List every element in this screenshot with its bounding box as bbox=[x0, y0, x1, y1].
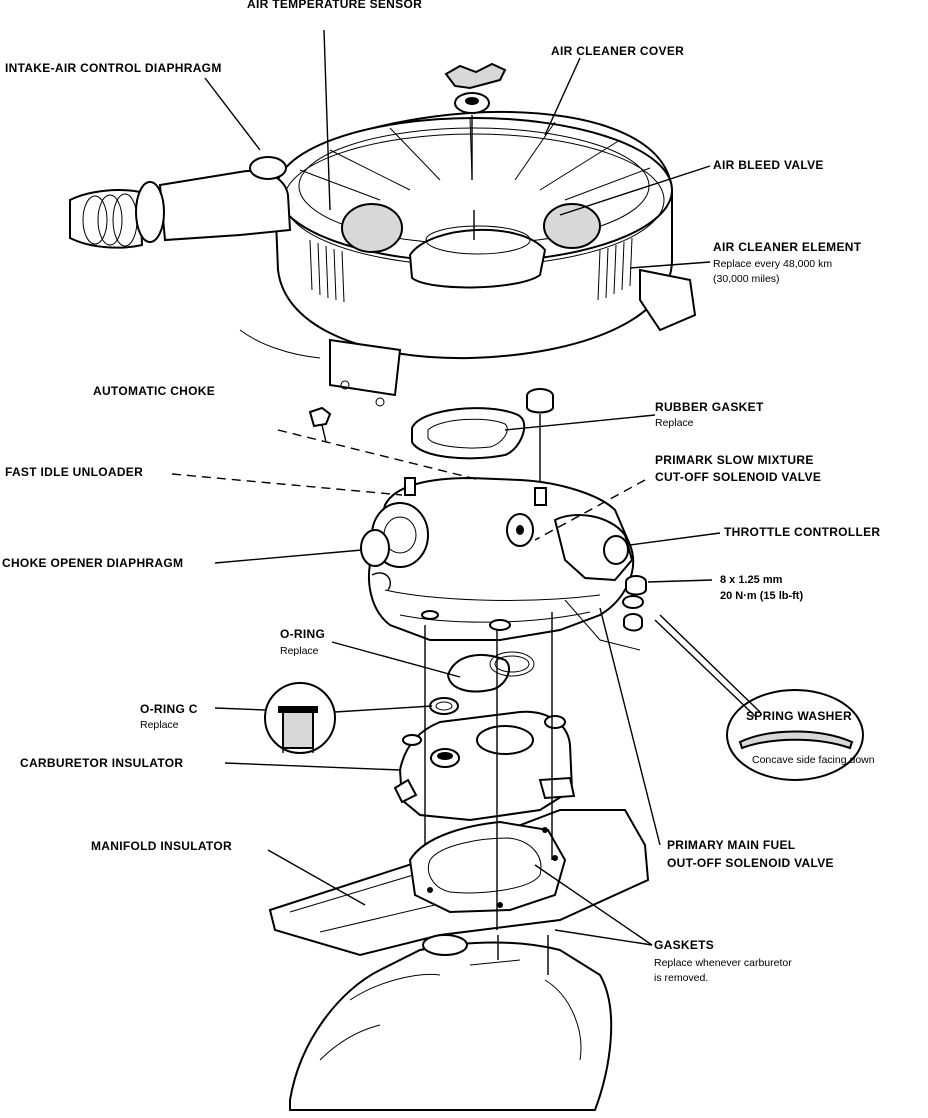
primary-main-fuel-label-2: OUT-OFF SOLENOID VALVE bbox=[667, 856, 834, 870]
air-bleed-valve-label: AIR BLEED VALVE bbox=[713, 158, 824, 172]
rubber-gasket bbox=[411, 407, 525, 460]
spring-washer-detail bbox=[726, 689, 864, 781]
carburetor-insulator-label: CARBURETOR INSULATOR bbox=[20, 756, 184, 770]
bolt-spec-size: 8 x 1.25 mm bbox=[720, 574, 783, 586]
gasket-plate bbox=[408, 820, 567, 914]
gaskets-note-1: Replace whenever carburetor bbox=[654, 957, 792, 969]
o-ring-c bbox=[429, 697, 459, 715]
spring-washer-label: SPRING WASHER bbox=[746, 709, 852, 723]
o-ring-c-label: O-RING C bbox=[140, 702, 198, 716]
intake-air-control-diaphragm-label: INTAKE-AIR CONTROL DIAPHRAGM bbox=[5, 61, 222, 75]
carburetor-body bbox=[360, 476, 641, 651]
air-cleaner-assembly bbox=[239, 110, 697, 407]
air-cleaner-element-note-2: (30,000 miles) bbox=[713, 273, 780, 285]
wing-nut bbox=[444, 62, 507, 180]
automatic-choke-label: AUTOMATIC CHOKE bbox=[93, 384, 216, 398]
fast-idle-unloader-label: FAST IDLE UNLOADER bbox=[5, 465, 144, 479]
assembly-studs bbox=[424, 612, 553, 975]
primary-main-fuel-label-1: PRIMARY MAIN FUEL bbox=[667, 838, 796, 852]
grommet bbox=[526, 388, 554, 488]
rubber-gasket-note: Replace bbox=[655, 417, 694, 429]
bolt-spec-torque: 20 N·m (15 lb-ft) bbox=[720, 590, 804, 602]
air-cleaner-element-label: AIR CLEANER ELEMENT bbox=[713, 240, 862, 254]
intake-snorkel bbox=[69, 156, 292, 249]
o-ring-note: Replace bbox=[280, 645, 319, 657]
nut-washer-stack bbox=[622, 575, 647, 632]
choke-bolt bbox=[308, 406, 332, 443]
air-temperature-sensor-label: AIR TEMPERATURE SENSOR bbox=[247, 0, 423, 11]
o-ring-c-inset bbox=[264, 682, 336, 754]
primary-slow-mixture-label-1: PRIMARK SLOW MIXTURE bbox=[655, 453, 814, 467]
o-ring-c-note: Replace bbox=[140, 719, 179, 731]
intake-manifold bbox=[289, 934, 613, 1111]
primary-slow-mixture-label-2: CUT-OFF SOLENOID VALVE bbox=[655, 470, 822, 484]
gaskets-note-2: is removed. bbox=[654, 972, 709, 984]
air-cleaner-cover-label: AIR CLEANER COVER bbox=[551, 44, 685, 58]
carburetor-insulator bbox=[393, 710, 576, 822]
spring-washer-note: Concave side facing down bbox=[752, 754, 875, 766]
air-cleaner-element-note-1: Replace every 48,000 km bbox=[713, 258, 833, 270]
gaskets-label: GASKETS bbox=[654, 938, 715, 952]
leader-lines bbox=[171, 29, 761, 946]
o-ring bbox=[446, 651, 535, 693]
rubber-gasket-label: RUBBER GASKET bbox=[655, 400, 764, 414]
o-ring-label: O-RING bbox=[280, 627, 326, 641]
manifold-insulator-label: MANIFOLD INSULATOR bbox=[91, 839, 232, 853]
throttle-controller-label: THROTTLE CONTROLLER bbox=[724, 525, 881, 539]
choke-opener-diaphragm-label: CHOKE OPENER DIAPHRAGM bbox=[2, 556, 184, 570]
